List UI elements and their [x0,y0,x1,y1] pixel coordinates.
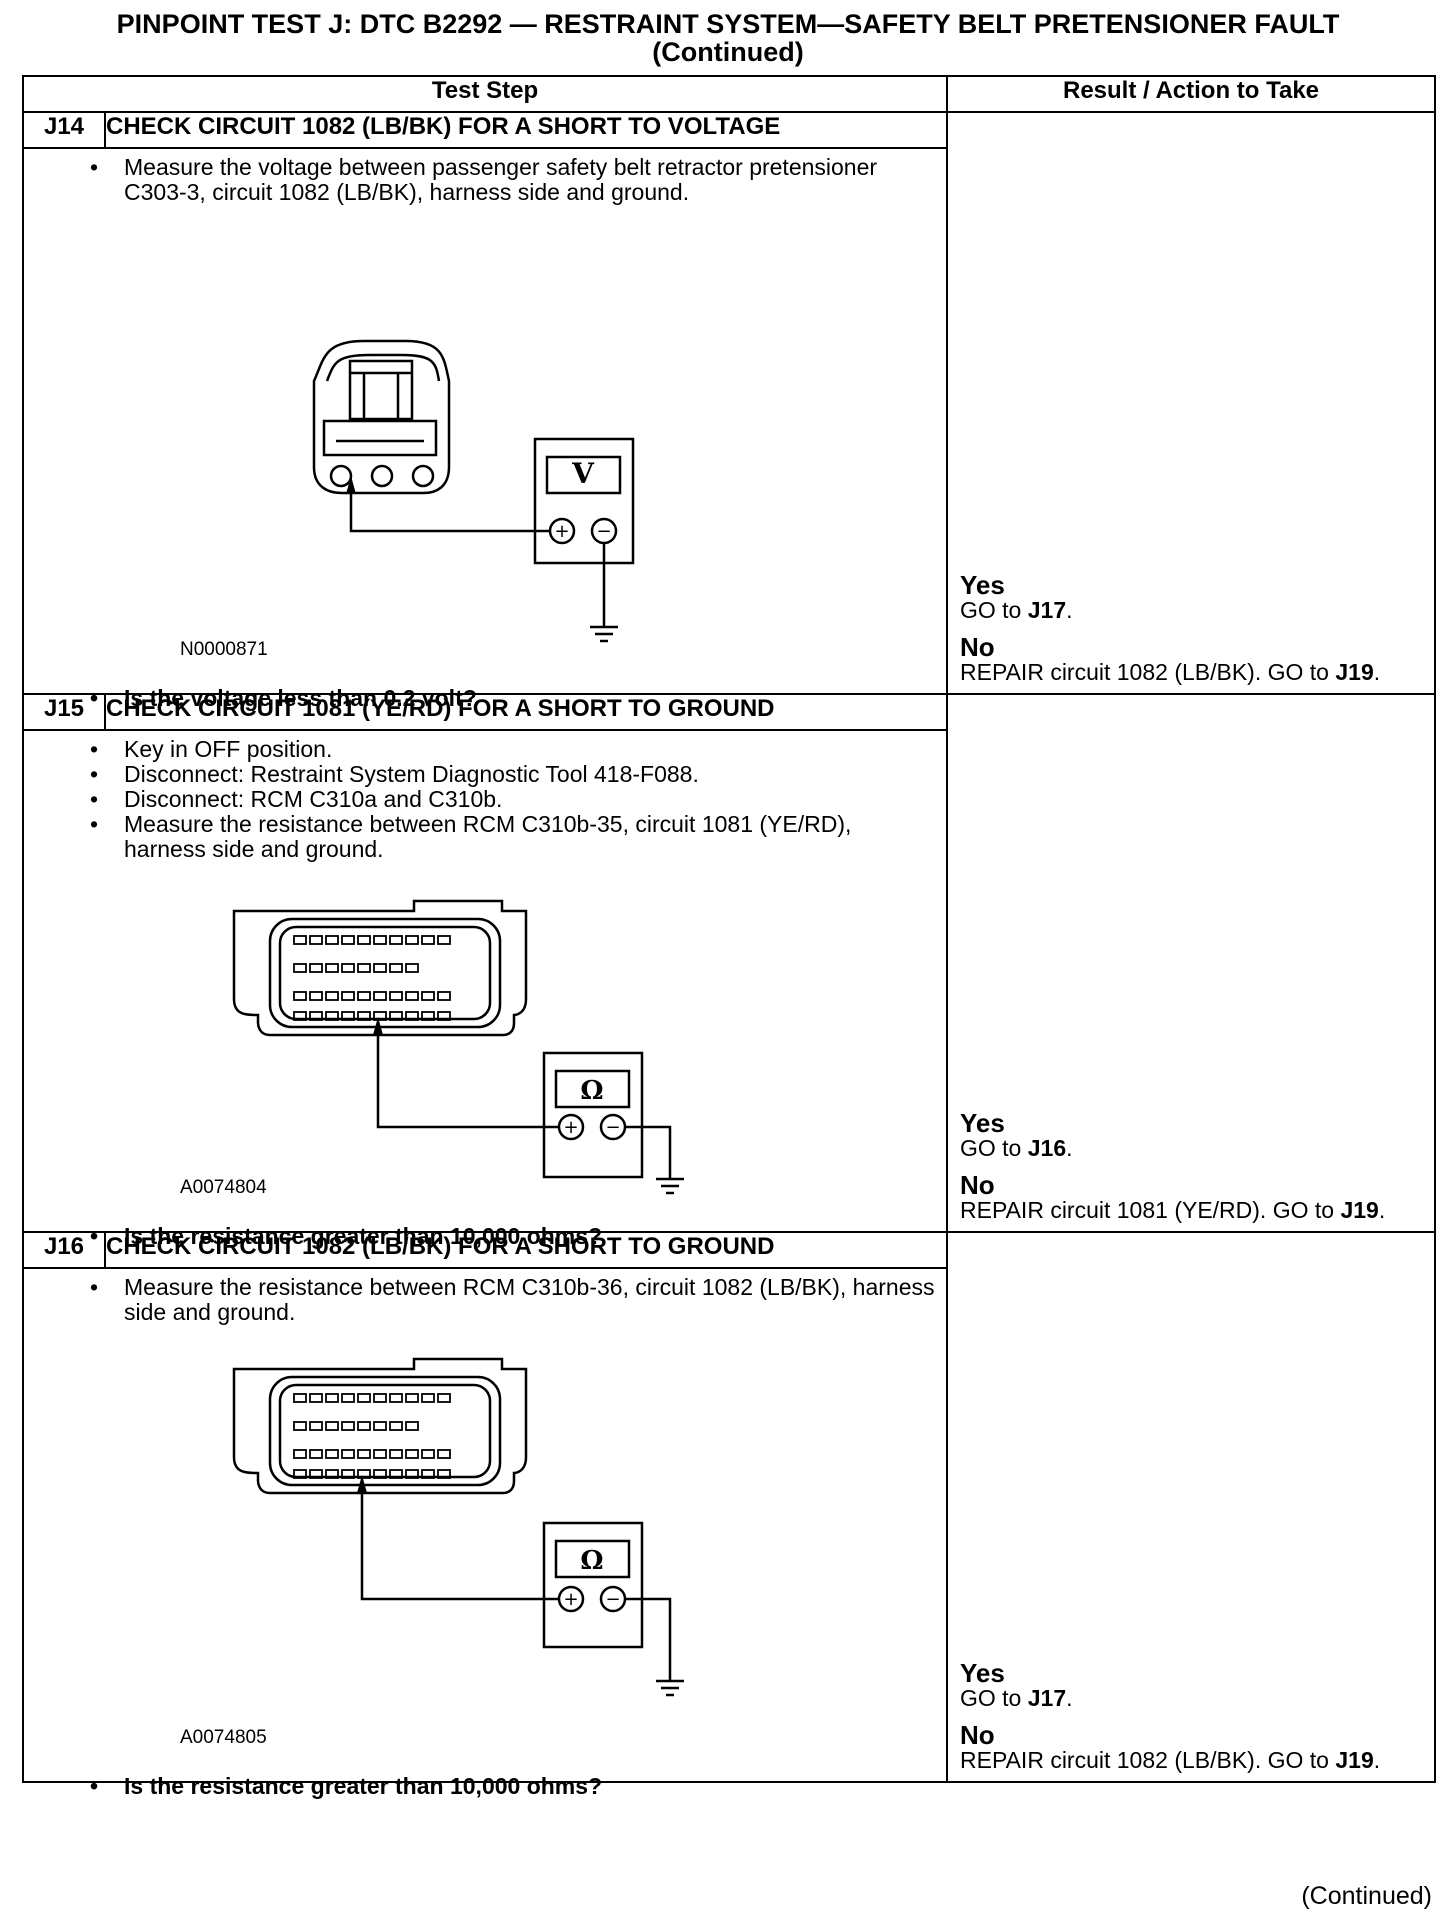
yes-target-link[interactable]: J16 [1027,1135,1067,1161]
svg-text:−: − [605,1589,620,1610]
no-end: . [1373,659,1381,685]
result-no: No REPAIR circuit 1082 (LB/BK). GO to J1… [960,1720,1381,1773]
step-id: J14 [22,111,106,149]
result-cell: Yes GO to J16. No REPAIR circuit 1081 (Y… [946,693,1436,1233]
no-target-link[interactable]: J19 [1335,659,1374,685]
yes-end: . [1066,1685,1073,1711]
yes-action: GO to [960,1685,1028,1711]
col-header-test-step: Test Step [22,75,948,113]
title-continued: (Continued) [652,37,804,67]
result-yes: Yes GO to J17. [960,570,1073,623]
result-no: No REPAIR circuit 1081 (YE/RD). GO to J1… [960,1170,1386,1223]
svg-text:+: + [554,521,569,542]
no-action: REPAIR circuit 1081 (YE/RD). GO to [960,1197,1341,1223]
no-action: REPAIR circuit 1082 (LB/BK). GO to [960,1747,1336,1773]
instruction-item: Measure the voltage between passenger sa… [90,155,936,205]
step-question: Is the resistance greater than 10,000 oh… [90,1223,602,1250]
meter-symbol: V [571,457,595,490]
voltage-test-diagram: + − V [312,339,635,643]
result-cell: Yes GO to J17. No REPAIR circuit 1082 (L… [946,1231,1436,1783]
meter-symbol: Ω [580,1546,603,1576]
yes-label: Yes [960,1658,1005,1688]
step-title: CHECK CIRCUIT 1081 (YE/RD) FOR A SHORT T… [104,693,948,731]
svg-text:+: + [563,1589,578,1610]
yes-action: GO to [960,597,1028,623]
title-text: PINPOINT TEST J: DTC B2292 — RESTRAINT S… [116,9,1340,39]
no-label: No [960,1720,995,1750]
no-end: . [1373,1747,1381,1773]
no-label: No [960,1170,995,1200]
resistance-test-diagram: + − Ω [232,1357,684,1697]
instruction-item: Measure the resistance between RCM C310b… [90,812,936,862]
step-instructions: Measure the voltage between passenger sa… [24,149,946,205]
no-target-link[interactable]: J19 [1335,1747,1374,1773]
pinpoint-test-table: Test Step Result / Action to Take J14 CH… [22,75,1436,1800]
no-action: REPAIR circuit 1082 (LB/BK). GO to [960,659,1336,685]
result-no: No REPAIR circuit 1082 (LB/BK). GO to J1… [960,632,1381,685]
svg-text:−: − [605,1117,620,1138]
no-target-link[interactable]: J19 [1340,1197,1379,1223]
step-title: CHECK CIRCUIT 1082 (LB/BK) FOR A SHORT T… [104,111,948,149]
instruction-item: Disconnect: RCM C310a and C310b. [90,787,936,813]
yes-label: Yes [960,570,1005,600]
step-title-row: J15 CHECK CIRCUIT 1081 (YE/RD) FOR A SHO… [22,693,1436,1233]
yes-end: . [1066,597,1073,623]
step-title-row: J14 CHECK CIRCUIT 1082 (LB/BK) FOR A SHO… [22,111,1436,695]
step-question: Is the voltage less than 0.2 volt? [90,685,477,712]
resistance-test-diagram: + − Ω [232,899,684,1195]
yes-target-link[interactable]: J17 [1027,597,1067,623]
figure-id: A0074804 [180,1177,267,1198]
instruction-item: Key in OFF position. [90,737,936,763]
no-end: . [1378,1197,1386,1223]
step-body-row: Measure the resistance between RCM C310b… [22,1267,1435,1800]
figure-id: A0074805 [180,1727,267,1748]
step-body: Measure the resistance between RCM C310b… [22,1267,948,1800]
col-header-result: Result / Action to Take [946,75,1436,113]
instruction-item: Disconnect: Restraint System Diagnostic … [90,762,936,788]
yes-label: Yes [960,1108,1005,1138]
no-label: No [960,632,995,662]
step-body: Measure the voltage between passenger sa… [22,147,948,712]
step-body-row: Measure the voltage between passenger sa… [22,147,1435,712]
figure-id: N0000871 [180,639,268,660]
step-body-row: Key in OFF position. Disconnect: Restrai… [22,729,1435,1250]
instruction-item: Measure the resistance between RCM C310b… [90,1275,936,1325]
result-yes: Yes GO to J17. [960,1658,1073,1711]
svg-text:−: − [596,521,611,542]
step-instructions: Measure the resistance between RCM C310b… [24,1269,946,1325]
meter-symbol: Ω [580,1076,603,1106]
yes-target-link[interactable]: J17 [1027,1685,1067,1711]
page-title: PINPOINT TEST J: DTC B2292 — RESTRAINT S… [0,10,1456,66]
result-yes: Yes GO to J16. [960,1108,1073,1161]
yes-end: . [1066,1135,1073,1161]
yes-action: GO to [960,1135,1028,1161]
table-header-row: Test Step Result / Action to Take [22,75,1436,113]
step-question: Is the resistance greater than 10,000 oh… [90,1773,602,1800]
step-body: Key in OFF position. Disconnect: Restrai… [22,729,948,1250]
result-cell: Yes GO to J17. No REPAIR circuit 1082 (L… [946,111,1436,695]
step-instructions: Key in OFF position. Disconnect: Restrai… [24,731,946,862]
svg-text:+: + [563,1117,578,1138]
continued-footer: (Continued) [1301,1882,1432,1910]
